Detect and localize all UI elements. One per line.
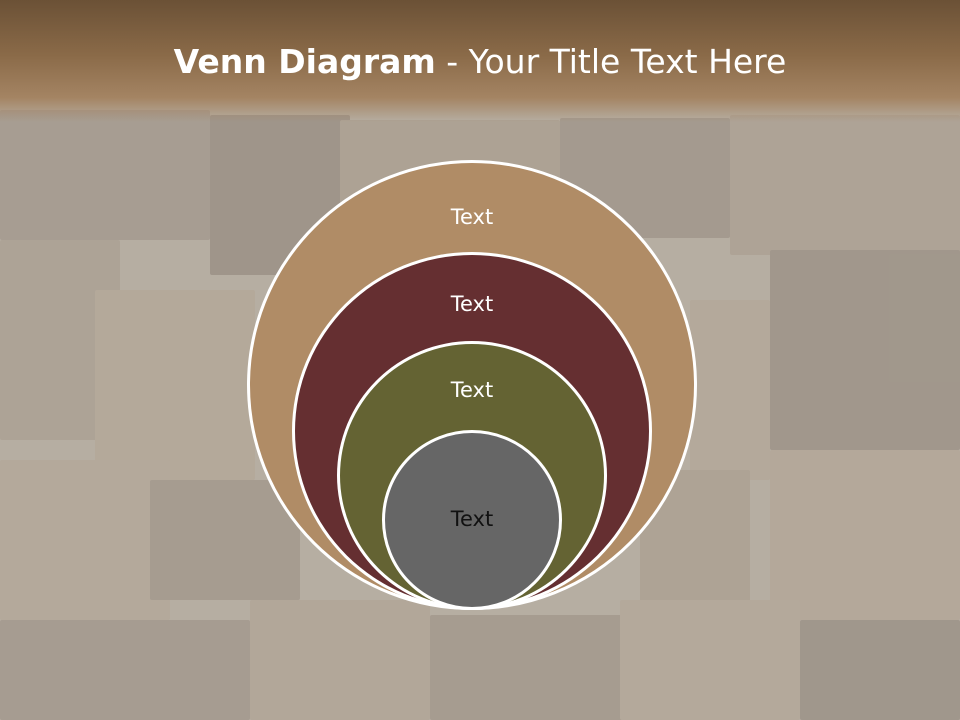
slide-title-rest: - Your Title Text Here — [435, 42, 787, 81]
title-band — [0, 0, 960, 122]
venn-label-second[interactable]: Text — [450, 292, 494, 316]
slide-title-bold: Venn Diagram — [173, 42, 436, 81]
venn-label-third[interactable]: Text — [450, 378, 494, 402]
slide-title[interactable]: Venn Diagram - Your Title Text Here — [0, 40, 960, 84]
venn-label-inner[interactable]: Text — [450, 507, 494, 531]
venn-label-outer[interactable]: Text — [450, 205, 494, 229]
venn-circle-inner[interactable] — [382, 430, 562, 610]
